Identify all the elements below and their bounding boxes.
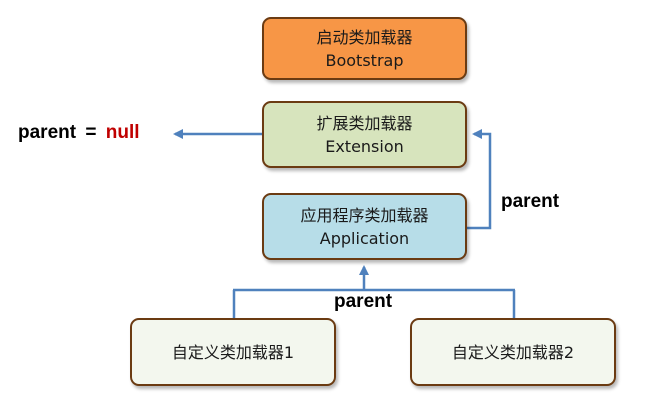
custom-parent-label: parent (334, 291, 393, 312)
application-name-cn: 应用程序类加载器 (300, 205, 429, 225)
application-loader-box: 应用程序类加载器 Application (262, 193, 467, 260)
arrow-application-to-extension (467, 129, 492, 230)
equals-sign: = (85, 122, 97, 143)
null-value: null (105, 122, 140, 143)
extension-loader-box: 扩展类加载器 Extension (262, 101, 467, 168)
bootstrap-name-cn: 启动类加载器 (316, 27, 413, 47)
custom-loader-2-box: 自定义类加载器2 (410, 318, 616, 386)
custom-loader-1-name: 自定义类加载器1 (171, 342, 295, 362)
bootstrap-loader-box: 启动类加载器 Bootstrap (262, 17, 467, 80)
extension-name-en: Extension (325, 136, 404, 156)
application-name-en: Application (319, 228, 410, 248)
extension-name-cn: 扩展类加载器 (316, 113, 413, 133)
custom-loader-2-name: 自定义类加载器2 (451, 342, 575, 362)
custom-loader-1-box: 自定义类加载器1 (130, 318, 336, 386)
parent-word: parent (18, 122, 77, 143)
bootstrap-name-en: Bootstrap (325, 50, 404, 70)
application-parent-label: parent (501, 191, 560, 212)
extension-parent-null-label: parent = null (18, 122, 140, 144)
